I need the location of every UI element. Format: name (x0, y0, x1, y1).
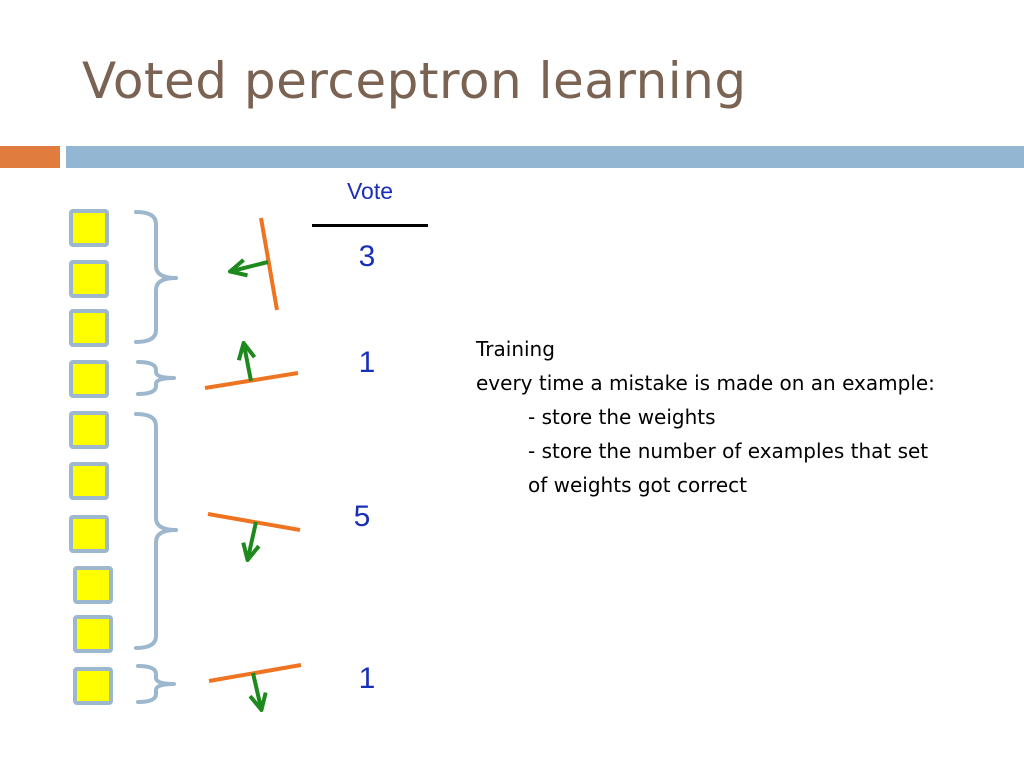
example-square (69, 515, 109, 553)
example-square (69, 209, 109, 247)
vote-count: 3 (358, 240, 376, 273)
training-examples (69, 209, 113, 705)
normal-arrow (244, 345, 251, 382)
group-bracket (134, 412, 178, 650)
normal-arrow (232, 262, 269, 271)
example-square (69, 260, 109, 298)
decision-boundary (259, 217, 279, 311)
training-step-store-count-cont: of weights got correct (528, 473, 748, 497)
example-square (69, 309, 109, 347)
slide-title: Voted perceptron learning (82, 52, 747, 110)
vote-count: 1 (358, 346, 376, 379)
example-square (69, 462, 109, 500)
example-square (73, 615, 113, 653)
weight-vector-2 (204, 345, 299, 390)
example-square (69, 360, 109, 398)
title-divider-bar (66, 146, 1024, 168)
weight-vector-4 (208, 663, 302, 708)
example-square (73, 566, 113, 604)
training-description: Training every time a mistake is made on… (476, 332, 935, 502)
training-heading: Training (476, 337, 555, 361)
weight-vector-1 (232, 217, 279, 311)
group-bracket (134, 210, 178, 344)
group-bracket (136, 664, 176, 704)
training-step-store-weights: - store the weights (528, 405, 716, 429)
vote-column-header: Vote (346, 178, 394, 204)
example-square (73, 667, 113, 705)
example-square (69, 411, 109, 449)
normal-arrow (253, 672, 261, 708)
vote-header-underline (312, 224, 428, 227)
group-bracket (136, 360, 176, 396)
training-intro: every time a mistake is made on an examp… (476, 371, 935, 395)
title-accent-bar (0, 146, 60, 168)
weight-vector-3 (207, 512, 301, 558)
training-step-store-count: - store the number of examples that set (528, 439, 929, 463)
vote-count: 1 (358, 662, 376, 695)
vote-count: 5 (353, 500, 371, 533)
normal-arrow (248, 521, 256, 558)
